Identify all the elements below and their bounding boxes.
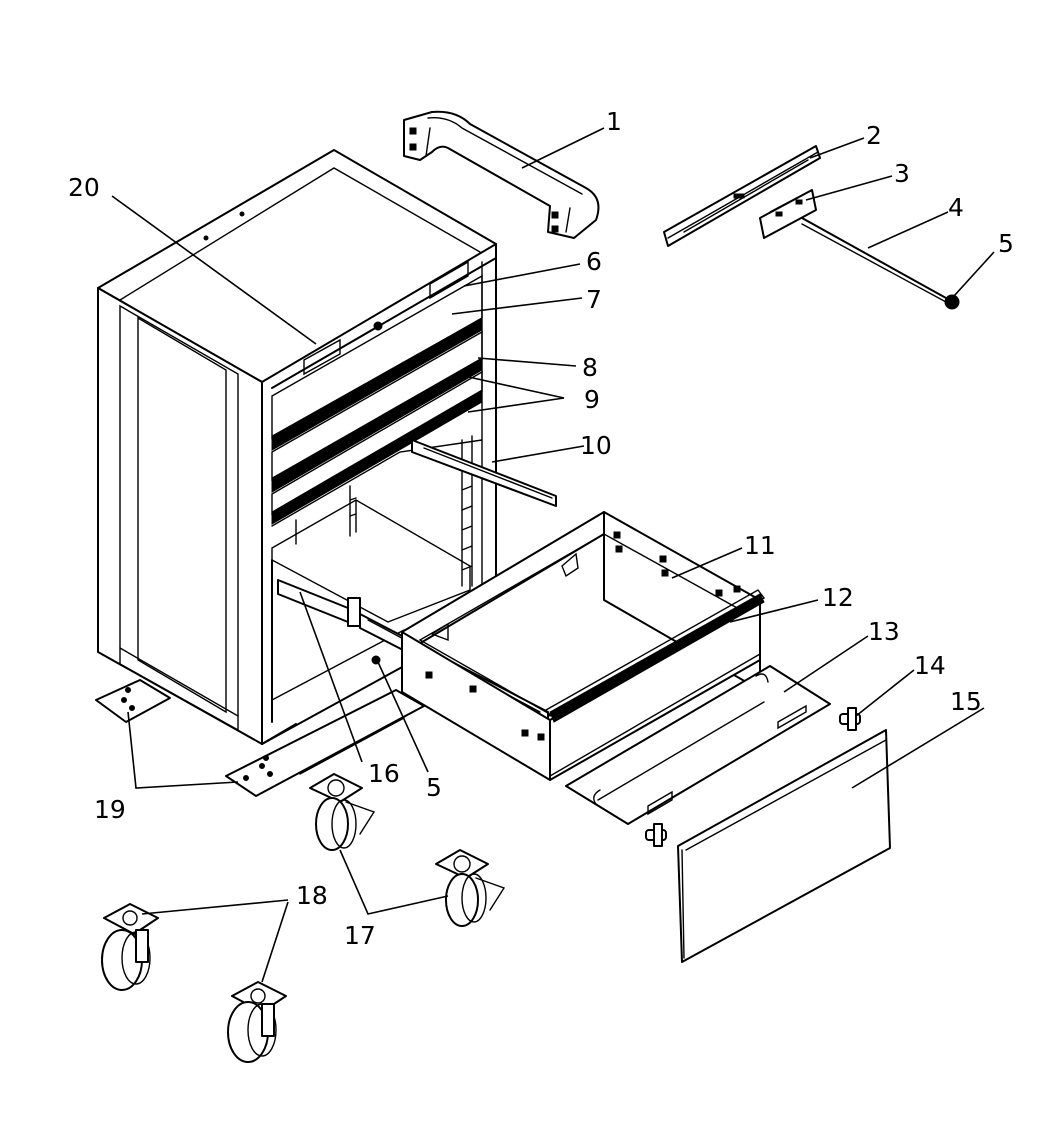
rod-part-4 — [801, 217, 960, 310]
leader-lines — [111, 127, 995, 983]
callout-16: 16 — [368, 759, 400, 788]
callout-6: 6 — [586, 247, 602, 276]
callout-14: 14 — [914, 651, 946, 680]
caster-17-rear — [435, 849, 506, 927]
callout-1: 1 — [606, 107, 622, 136]
base-plates — [95, 679, 425, 797]
drawer-front-panel — [677, 729, 891, 963]
callout-4: 4 — [948, 193, 964, 222]
caster-18-right — [227, 981, 287, 1063]
callout-7: 7 — [586, 285, 602, 314]
callout-11: 11 — [744, 531, 776, 560]
callout-labels: 1 2 3 4 5 6 7 8 9 10 11 12 13 14 15 16 5… — [68, 107, 1014, 950]
callout-15: 15 — [950, 687, 982, 716]
caster-18-left — [101, 903, 159, 991]
callout-13: 13 — [868, 617, 900, 646]
bracket-part-3 — [759, 189, 817, 239]
slide-rail-part-2 — [663, 145, 821, 247]
handle-part-1 — [403, 110, 600, 239]
callout-20: 20 — [68, 173, 100, 202]
callout-9: 9 — [584, 385, 600, 414]
drawer-bottom-plate — [565, 665, 831, 825]
callout-19: 19 — [94, 795, 126, 824]
callout-10: 10 — [580, 431, 612, 460]
callout-2: 2 — [866, 121, 882, 150]
open-drawer — [401, 511, 766, 781]
callout-5-slide: 5 — [426, 773, 442, 802]
callout-12: 12 — [822, 583, 854, 612]
callout-5-rod: 5 — [998, 229, 1014, 258]
callout-3: 3 — [894, 159, 910, 188]
callout-18: 18 — [296, 881, 328, 910]
ball-part-5 — [944, 294, 960, 310]
caster-17-front — [309, 773, 376, 851]
pin-part-14 — [645, 707, 861, 847]
callout-8: 8 — [582, 353, 598, 382]
cabinet-body — [97, 149, 497, 745]
callout-17: 17 — [344, 921, 376, 950]
